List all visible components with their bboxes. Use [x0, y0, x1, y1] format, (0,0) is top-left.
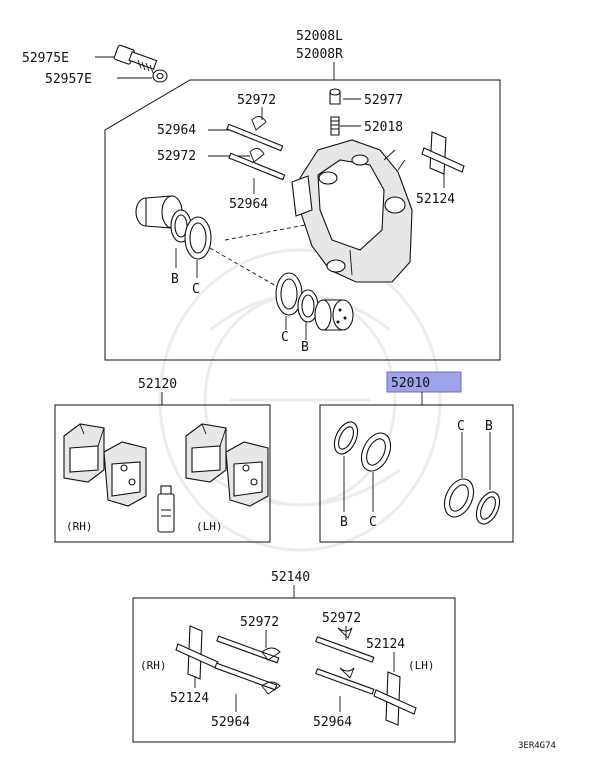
bleeder-screw-icon: [330, 116, 340, 136]
label-52972-top: 52972: [237, 93, 276, 108]
diagram-code: 3ER4G74: [518, 741, 556, 751]
guide-pin-icon: [226, 123, 286, 181]
pad-set-group: 52120 (RH) (: [54, 377, 271, 543]
bolt-icon: [113, 44, 158, 74]
seal-kit-group: 52010 B C C B: [319, 371, 514, 543]
seal-right-icon: [275, 272, 303, 316]
label-c-right: C: [281, 330, 289, 345]
label-52964-top: 52964: [157, 123, 196, 138]
seal-kit-box: [319, 404, 514, 543]
brake-pad-lh-inner-icon: [225, 441, 269, 507]
caliper-body-icon: [291, 139, 413, 283]
pad-set-box: [54, 404, 271, 543]
seal-left-icon: [184, 216, 212, 260]
piston-left-icon: [135, 195, 183, 229]
label-52964-kit-right: 52964: [313, 715, 352, 730]
seal-kit-highlight[interactable]: [386, 371, 462, 393]
spring-kit-left-icon: [175, 625, 219, 680]
caliper-assembly-box: [104, 79, 501, 361]
label-52964-bottom: 52964: [229, 197, 268, 212]
brake-pad-rh-outer-icon: [63, 423, 105, 483]
pin-kit-right-icon: [315, 636, 375, 695]
label-52957e: 52957E: [45, 72, 92, 87]
spring-icon: [421, 131, 465, 175]
boot-kit-left-icon: [333, 421, 359, 455]
label-c-kit-right: C: [457, 419, 465, 434]
seal-kit-left-icon: [360, 432, 392, 472]
label-rh-pads: (RH): [66, 520, 93, 533]
label-b-right: B: [301, 340, 309, 355]
clip-kit-left-icon: [261, 647, 281, 695]
label-52008r: 52008R: [296, 47, 343, 62]
label-52124-kit-right: 52124: [366, 637, 405, 652]
label-52140: 52140: [271, 570, 310, 585]
brake-pad-lh-outer-icon: [185, 423, 227, 483]
label-52008l: 52008L: [296, 29, 343, 44]
label-c-kit-left: C: [369, 515, 377, 530]
washer-icon: [152, 69, 168, 83]
clip-kit-right-icon: [337, 627, 355, 679]
boot-kit-right-icon: [475, 491, 501, 525]
seal-kit-right-icon: [443, 478, 475, 518]
label-52120: 52120: [138, 377, 177, 392]
label-52124-kit-left: 52124: [170, 691, 209, 706]
label-52972-mid: 52972: [157, 149, 196, 164]
spring-kit-right-icon: [373, 671, 417, 726]
caliper-assembly-group: 52008L 52008R 52975E 52957E 52972 52964 …: [22, 29, 501, 361]
label-52124-top: 52124: [416, 192, 455, 207]
label-52975e: 52975E: [22, 51, 69, 66]
label-52972-kit-right: 52972: [322, 611, 361, 626]
grease-tube-icon: [157, 485, 175, 533]
hardware-kit-group: 52140 (RH) (LH) 52124 52972 52964: [132, 570, 456, 743]
bleeder-cap-icon: [329, 88, 341, 105]
label-52972-kit-left: 52972: [240, 615, 279, 630]
label-52010[interactable]: 52010: [391, 376, 430, 391]
boot-right-icon: [297, 289, 319, 323]
label-lh-pads: (LH): [196, 520, 223, 533]
label-b-left: B: [171, 272, 179, 287]
pin-kit-left-icon: [214, 635, 280, 691]
label-c-left: C: [192, 282, 200, 297]
label-52964-kit-left: 52964: [211, 715, 250, 730]
label-52018: 52018: [364, 120, 403, 135]
piston-right-icon: [314, 299, 354, 331]
label-rh-kit: (RH): [140, 659, 167, 672]
label-52977: 52977: [364, 93, 403, 108]
hardware-kit-box: [132, 597, 456, 743]
brake-pad-rh-inner-icon: [103, 441, 147, 507]
label-b-kit-left: B: [340, 515, 348, 530]
label-lh-kit: (LH): [408, 659, 435, 672]
pin-clip-icon: [249, 116, 267, 163]
label-b-kit-right: B: [485, 419, 493, 434]
